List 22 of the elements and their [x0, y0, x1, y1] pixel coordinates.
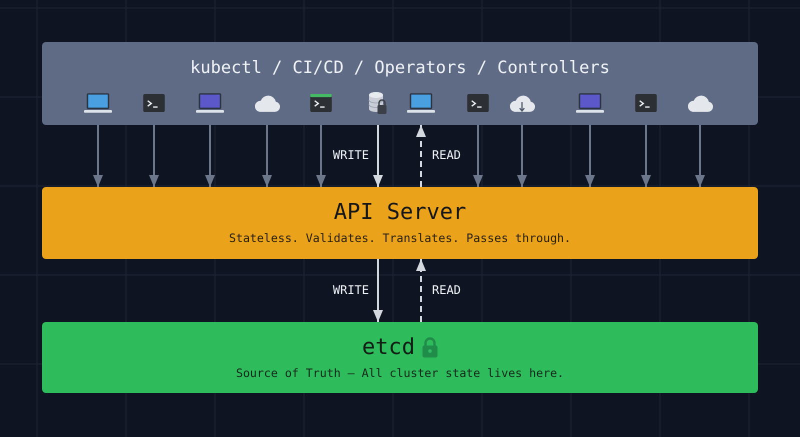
arrow: [149, 125, 159, 187]
arrow: [695, 125, 705, 187]
box-subtitle: Stateless. Validates. Translates. Passes through.: [228, 231, 572, 246]
arrow: [316, 125, 326, 187]
datastore-box: [42, 322, 758, 393]
arrow: [93, 125, 103, 187]
arrow: [205, 125, 215, 187]
arrow: [416, 125, 426, 187]
arrow: [262, 125, 272, 187]
box-subtitle: Source of Truth — All cluster state lives here.: [236, 366, 564, 380]
arrow: [585, 125, 595, 187]
box-title: API Server: [334, 200, 466, 226]
arrow: [473, 125, 483, 187]
clients-panel: [42, 42, 758, 125]
box-title: etcd: [362, 334, 415, 360]
arrow: [641, 125, 651, 187]
panel-title: kubectl / CI/CD / Operators / Controllers: [190, 57, 610, 80]
arrow: [416, 259, 426, 322]
arrow: [373, 259, 383, 322]
api-server-box: [42, 187, 758, 259]
arrow: [517, 125, 527, 187]
arrow: [373, 125, 383, 187]
